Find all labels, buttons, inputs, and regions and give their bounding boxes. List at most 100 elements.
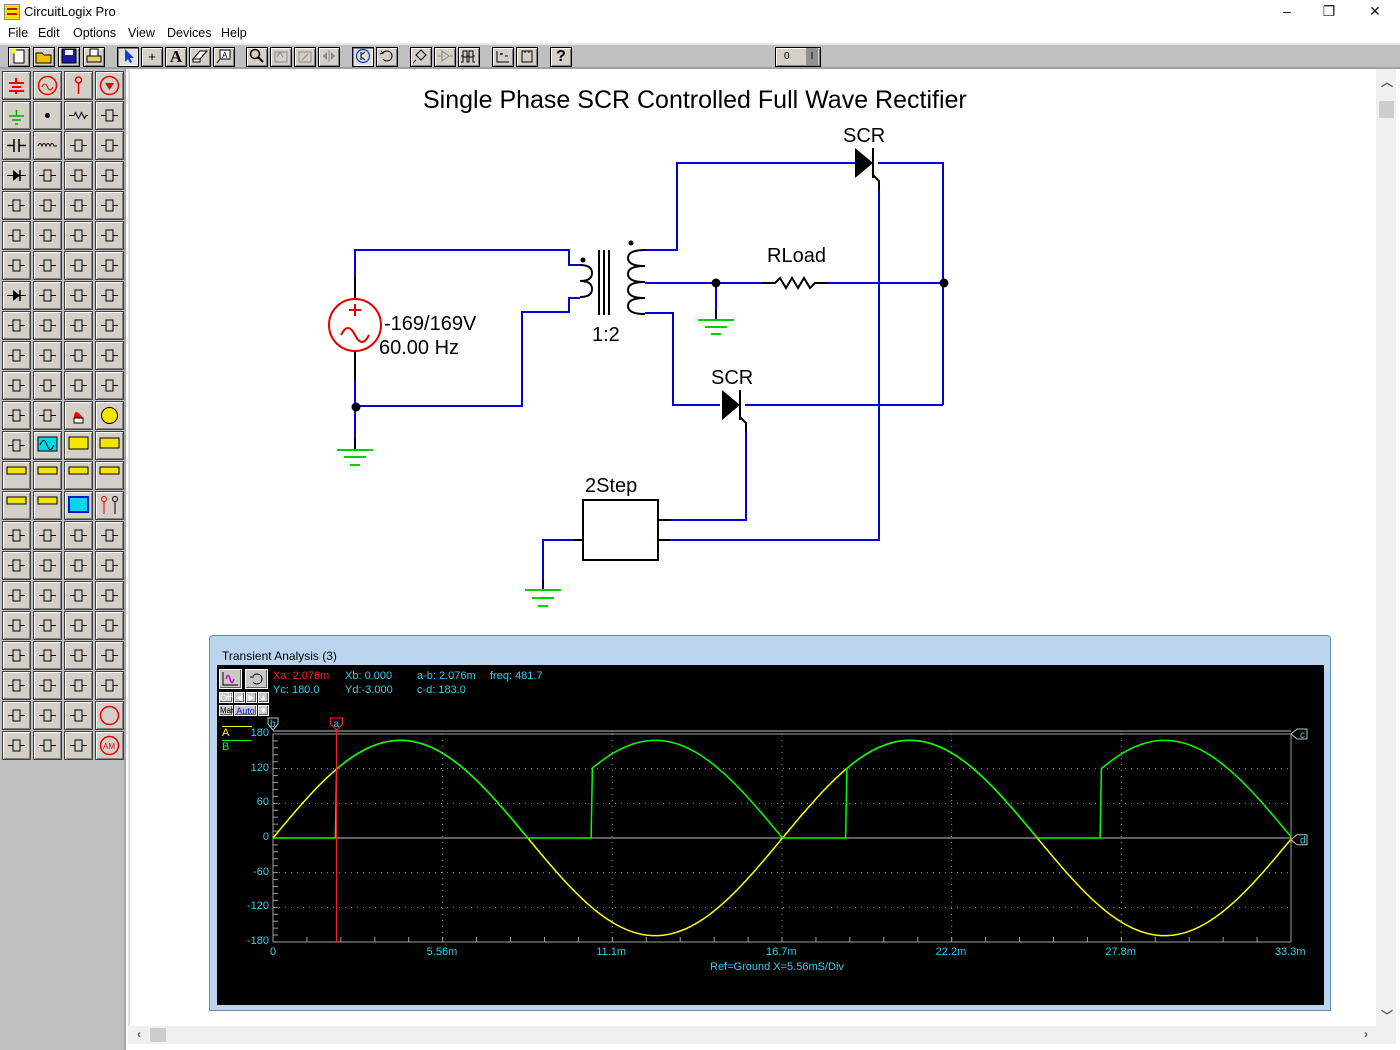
palette-seven-segment[interactable] xyxy=(2,431,31,460)
down-arrow-button[interactable]: ▼ xyxy=(258,705,269,716)
palette-bridge-rectifier[interactable] xyxy=(33,161,62,190)
restore-button[interactable]: ❐ xyxy=(1322,3,1336,19)
palette-motor[interactable] xyxy=(95,581,124,610)
palette-resistor[interactable] xyxy=(64,101,93,130)
transient-analysis-window[interactable]: Transient Analysis (3) Off ◀ ▶ ▲ Man Aut… xyxy=(209,635,1331,1011)
menu-options[interactable]: Options xyxy=(73,26,117,40)
scope-reset-button[interactable] xyxy=(245,669,268,689)
palette-ac-ammeter[interactable] xyxy=(33,491,62,520)
rotate-button[interactable] xyxy=(270,47,292,67)
palette-comparator[interactable] xyxy=(2,671,31,700)
palette-mosfet-n-depl[interactable] xyxy=(2,251,31,280)
logic-button[interactable] xyxy=(434,47,456,67)
palette-sr-latch[interactable] xyxy=(33,371,62,400)
palette-current-source[interactable] xyxy=(95,71,124,100)
palette-opamp[interactable] xyxy=(2,311,31,340)
mirror-button[interactable] xyxy=(318,47,340,67)
palette-nor-gate[interactable] xyxy=(64,341,93,370)
off-button[interactable]: Off xyxy=(219,692,233,703)
gate-wire-top[interactable] xyxy=(670,185,880,541)
palette-schottky-diode[interactable] xyxy=(95,161,124,190)
palette-spst-switch[interactable] xyxy=(64,521,93,550)
simulate-button[interactable] xyxy=(352,47,374,67)
scroll-left-arrow[interactable]: ‹ xyxy=(137,1027,141,1041)
palette-jfet-n[interactable] xyxy=(64,221,93,250)
transformer[interactable] xyxy=(579,240,646,316)
menu-edit[interactable]: Edit xyxy=(38,26,60,40)
minimize-button[interactable]: – xyxy=(1283,3,1291,19)
ground-symbol[interactable] xyxy=(337,438,373,466)
left-arrow-button[interactable]: ◀ xyxy=(234,692,245,703)
gate-wire-bottom[interactable] xyxy=(670,428,747,521)
palette-igbt[interactable] xyxy=(95,281,124,310)
right-arrow-button[interactable]: ▶ xyxy=(246,692,257,703)
palette-jk-flipflop-clr[interactable] xyxy=(95,371,124,400)
palette-cccs[interactable] xyxy=(33,701,62,730)
palette-jk-flipflop[interactable] xyxy=(64,371,93,400)
palette-relay-coil[interactable] xyxy=(2,581,31,610)
power-switch[interactable]: 0 I xyxy=(775,47,821,67)
palette-jfet-p[interactable] xyxy=(95,221,124,250)
palette-zener-diode[interactable] xyxy=(64,161,93,190)
palette-voltage-controlled-switch[interactable] xyxy=(64,671,93,700)
palette-transformer[interactable] xyxy=(64,131,93,160)
zoom-button[interactable] xyxy=(246,47,268,67)
ground-symbol[interactable] xyxy=(525,580,561,607)
palette-integrator[interactable] xyxy=(2,641,31,670)
palette-logic-analyzer[interactable] xyxy=(64,431,93,460)
vertical-scrollbar[interactable]: ︿ ﹀ xyxy=(1376,69,1396,1026)
label-button[interactable]: A xyxy=(213,47,235,67)
menu-view[interactable]: View xyxy=(128,26,155,40)
man-button[interactable]: Man xyxy=(219,705,236,716)
scroll-up-arrow[interactable]: ︿ xyxy=(1381,75,1394,89)
graph-mode-button[interactable] xyxy=(219,669,242,689)
scroll-right-arrow[interactable]: › xyxy=(1364,1027,1368,1041)
palette-fm-source[interactable] xyxy=(95,701,124,730)
up-arrow-button[interactable]: ▲ xyxy=(258,692,269,703)
palette-ac-source[interactable] xyxy=(33,71,62,100)
help-button[interactable]: ? xyxy=(550,47,572,67)
scroll-down-arrow[interactable]: ﹀ xyxy=(1381,1009,1394,1023)
vertical-scroll-thumb[interactable] xyxy=(1379,101,1394,118)
palette-mosfet-p-enh[interactable] xyxy=(95,251,124,280)
palette-sr-flipflop[interactable] xyxy=(2,371,31,400)
palette-opamp-5pin[interactable] xyxy=(33,311,62,340)
palette-limiter[interactable] xyxy=(33,671,62,700)
palette-junction-dot[interactable] xyxy=(33,101,62,130)
palette-push-switch[interactable] xyxy=(95,521,124,550)
scr-bottom[interactable] xyxy=(722,390,747,432)
wire[interactable] xyxy=(542,539,574,580)
palette-word-generator[interactable] xyxy=(95,431,124,460)
wire[interactable] xyxy=(878,162,944,405)
palette-and-gate[interactable] xyxy=(64,311,93,340)
pulse-generator-2step[interactable] xyxy=(574,499,670,561)
palette-lamp-red[interactable] xyxy=(64,401,93,430)
palette-vcvs[interactable] xyxy=(2,701,31,730)
palette-darlington[interactable] xyxy=(2,221,31,250)
palette-led[interactable] xyxy=(2,191,31,220)
erase-button[interactable] xyxy=(189,47,211,67)
palette-push-button-no[interactable] xyxy=(2,551,31,580)
palette-summer[interactable] xyxy=(95,641,124,670)
palette-dc-source[interactable] xyxy=(2,71,31,100)
palette-mosfet-n-enh[interactable] xyxy=(64,251,93,280)
palette-optocoupler[interactable] xyxy=(33,191,62,220)
open-file-button[interactable] xyxy=(33,47,55,67)
save-button[interactable] xyxy=(58,47,80,67)
palette-bidirectional-switch[interactable] xyxy=(95,611,124,640)
resistor-rload[interactable] xyxy=(762,276,828,290)
palette-spdt-switch[interactable] xyxy=(2,521,31,550)
palette-monitor[interactable] xyxy=(64,491,93,520)
palette-potentiometer[interactable] xyxy=(95,101,124,130)
palette-inductor[interactable] xyxy=(33,131,62,160)
palette-fuse[interactable] xyxy=(33,521,62,550)
palette-differentiator[interactable] xyxy=(33,641,62,670)
palette-pnp-transistor[interactable] xyxy=(95,191,124,220)
palette-timer-555[interactable] xyxy=(33,401,62,430)
palette-transformer-tapped[interactable] xyxy=(95,131,124,160)
print-button[interactable] xyxy=(83,47,105,67)
palette-relay-contact-nc[interactable] xyxy=(95,551,124,580)
menu-file[interactable]: File xyxy=(8,26,29,40)
new-file-button[interactable] xyxy=(8,47,30,67)
